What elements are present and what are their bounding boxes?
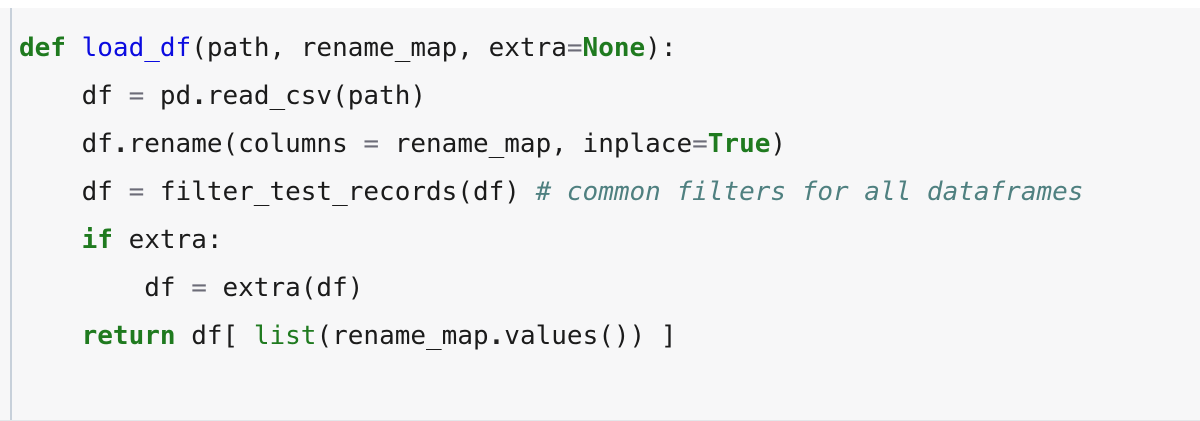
code-token-dot: . xyxy=(191,81,207,111)
code-content[interactable]: def load_df(path, rename_map, extra=None… xyxy=(0,8,1200,360)
code-token-plain: pd xyxy=(144,81,192,111)
code-token-operator: = xyxy=(128,81,145,111)
code-token-plain: ) xyxy=(770,129,787,159)
code-token-keyword: return xyxy=(81,321,176,351)
code-token-plain: rename_map, inplace xyxy=(379,129,693,159)
code-token-plain: df xyxy=(19,81,129,111)
code-token-plain: (rename_map xyxy=(316,321,489,351)
code-line: df = filter_test_records(df) # common fi… xyxy=(19,168,1190,216)
code-token-plain: df xyxy=(19,177,129,207)
code-token-plain: (path, rename_map, extra xyxy=(191,33,567,63)
code-token-plain: extra: xyxy=(112,225,223,255)
code-token-dot: . xyxy=(112,129,129,159)
code-token-comment: # common filters for all dataframes xyxy=(535,177,1084,207)
code-token-dot: . xyxy=(488,321,505,351)
code-token-operator: = xyxy=(128,177,145,207)
code-token-keyword: None xyxy=(582,33,646,63)
code-token-plain: df[ xyxy=(175,321,254,351)
code-token-plain xyxy=(19,225,82,255)
code-line: def load_df(path, rename_map, extra=None… xyxy=(19,24,1190,72)
code-line: return df[ list(rename_map.values()) ] xyxy=(19,312,1190,360)
code-line: df.rename(columns = rename_map, inplace=… xyxy=(19,120,1190,168)
code-token-keyword: def xyxy=(19,33,66,63)
code-token-plain: rename(columns xyxy=(128,129,364,159)
code-token-plain: read_csv(path) xyxy=(206,81,427,111)
code-token-plain: values()) ] xyxy=(504,321,677,351)
code-cell[interactable]: def load_df(path, rename_map, extra=None… xyxy=(0,8,1200,421)
code-line: df = pd.read_csv(path) xyxy=(19,72,1190,120)
code-token-operator: = xyxy=(191,273,207,303)
code-token-plain: filter_test_records(df) xyxy=(144,177,536,207)
code-token-plain: ): xyxy=(645,33,677,63)
page-top-margin xyxy=(0,0,1200,8)
code-token-plain: df xyxy=(19,129,113,159)
code-token-builtin: list xyxy=(253,321,317,351)
code-token-operator: = xyxy=(363,129,380,159)
code-token-keyword: True xyxy=(707,129,771,159)
code-token-keyword: if xyxy=(81,225,113,255)
code-token-plain: df xyxy=(19,273,192,303)
code-token-function: load_df xyxy=(81,33,192,63)
code-token-plain: extra(df) xyxy=(206,273,364,303)
code-token-plain xyxy=(19,321,82,351)
code-token-plain xyxy=(66,33,82,63)
code-token-operator: = xyxy=(566,33,583,63)
code-line: if extra: xyxy=(19,216,1190,264)
cell-left-border xyxy=(10,8,12,420)
code-line: df = extra(df) xyxy=(19,264,1190,312)
code-token-operator: = xyxy=(692,129,708,159)
